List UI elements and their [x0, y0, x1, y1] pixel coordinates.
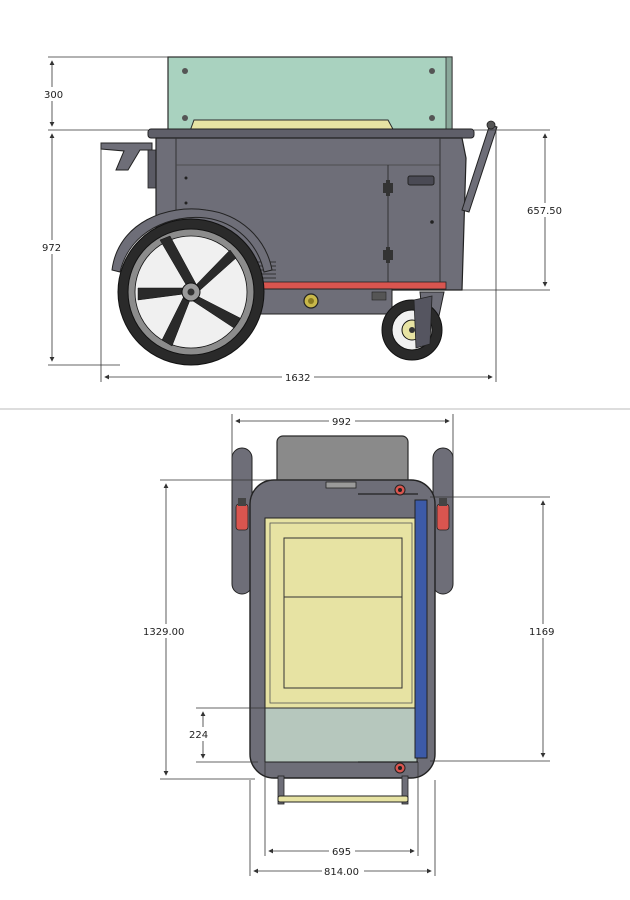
dim-label-992: 992: [332, 417, 351, 428]
door-hinge-icon: [383, 247, 393, 263]
blue-rail: [414, 499, 428, 759]
dim-label-300: 300: [44, 90, 63, 101]
front-caster-wheel: [381, 291, 445, 361]
dimension-body-width: 814.00: [249, 780, 436, 878]
glass-bolt-icon: [182, 115, 188, 121]
dim-label-1169: 1169: [529, 627, 554, 638]
dim-label-695: 695: [332, 847, 351, 858]
rear-wheel: [117, 218, 265, 366]
glass-panel: [167, 56, 453, 132]
dimension-glass-height: 300: [42, 56, 168, 131]
push-handle[interactable]: [461, 123, 498, 213]
door-handle[interactable]: [407, 175, 435, 186]
dim-label-1329: 1329.00: [143, 627, 184, 638]
dimension-body-height: 657.50: [462, 129, 568, 291]
glass-bolt-icon: [429, 68, 435, 74]
dim-label-1632: 1632: [285, 373, 310, 384]
dim-label-224: 224: [189, 730, 208, 741]
dim-label-657-50: 657.50: [527, 206, 562, 217]
left-shelf: [100, 142, 153, 171]
top-push-handle: [277, 775, 409, 805]
dim-label-814: 814.00: [324, 867, 359, 878]
side-view: 300 972 657.50 1632: [40, 56, 568, 384]
dimension-inner-length: 1169: [430, 496, 558, 762]
dimension-overall-width: 992: [231, 414, 454, 490]
glass-bolt-icon: [182, 68, 188, 74]
dimension-overall-length: 1329.00: [142, 479, 410, 780]
countertop: [147, 128, 475, 139]
glass-bolt-icon: [429, 115, 435, 121]
dimension-inner-width: 695: [264, 762, 419, 858]
dimension-total-length: 1632: [100, 127, 497, 384]
dimension-total-height: 972: [40, 133, 120, 366]
wheel-fender: [111, 208, 273, 273]
dim-label-972: 972: [42, 243, 61, 254]
door-hinge-icon: [383, 180, 393, 196]
dimension-board-depth: 224: [186, 707, 340, 763]
top-view: 992 1329.00 1169 224: [142, 414, 558, 878]
cutting-board: [264, 707, 418, 763]
